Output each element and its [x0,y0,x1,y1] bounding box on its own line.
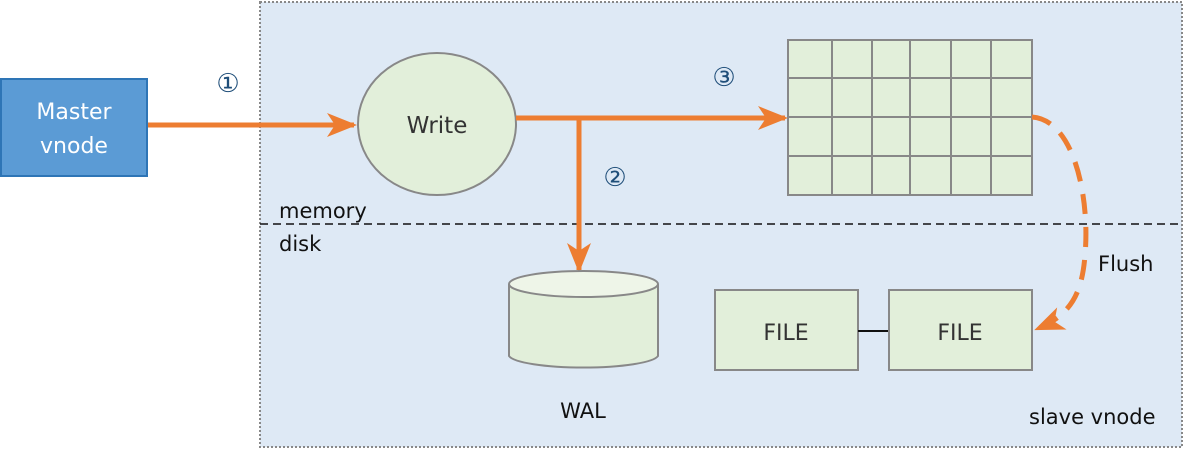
write-label: Write [407,113,468,139]
memtable-cell [950,116,992,157]
memtable-cell [950,39,992,79]
memtable-cell [871,77,911,118]
step-2-label: ② [603,163,626,193]
memtable-grid [787,39,1033,196]
memtable-cell [909,155,952,196]
master-vnode-label-2: vnode [40,134,108,159]
memtable-cell [831,77,873,118]
memtable-cell [787,155,833,196]
wal-cylinder [508,270,659,369]
disk-label: disk [279,232,322,256]
memtable-cell [990,155,1033,196]
wal-label: WAL [560,399,606,423]
memtable-cell [990,77,1033,118]
memtable-cell [871,39,911,79]
memtable-cell [787,116,833,157]
flush-label: Flush [1098,252,1153,276]
memtable-cell [871,116,911,157]
memtable-cell [909,116,952,157]
memtable-cell [787,39,833,79]
master-vnode-label-1: Master [36,100,112,125]
file-box-1 [714,289,859,371]
step-1-label: ① [216,69,239,99]
memtable-cell [950,155,992,196]
memtable-cell [871,155,911,196]
write-node [357,52,517,196]
slave-vnode-label: slave vnode [1029,405,1156,429]
memory-label: memory [279,199,367,223]
flush-arrow [1031,114,1089,332]
master-vnode-box [0,78,148,177]
memtable-cell [950,77,992,118]
memtable-cell [990,39,1033,79]
memtable-cell [909,39,952,79]
memtable-cell [990,116,1033,157]
memtable-cell [831,116,873,157]
memtable-cell [831,39,873,79]
memtable-cell [831,155,873,196]
file-label-1: FILE [763,321,808,346]
memtable-cell [787,77,833,118]
step-3-label: ③ [712,63,735,93]
memtable-cell [909,77,952,118]
file-box-2 [888,289,1033,371]
file-label-2: FILE [937,321,982,346]
